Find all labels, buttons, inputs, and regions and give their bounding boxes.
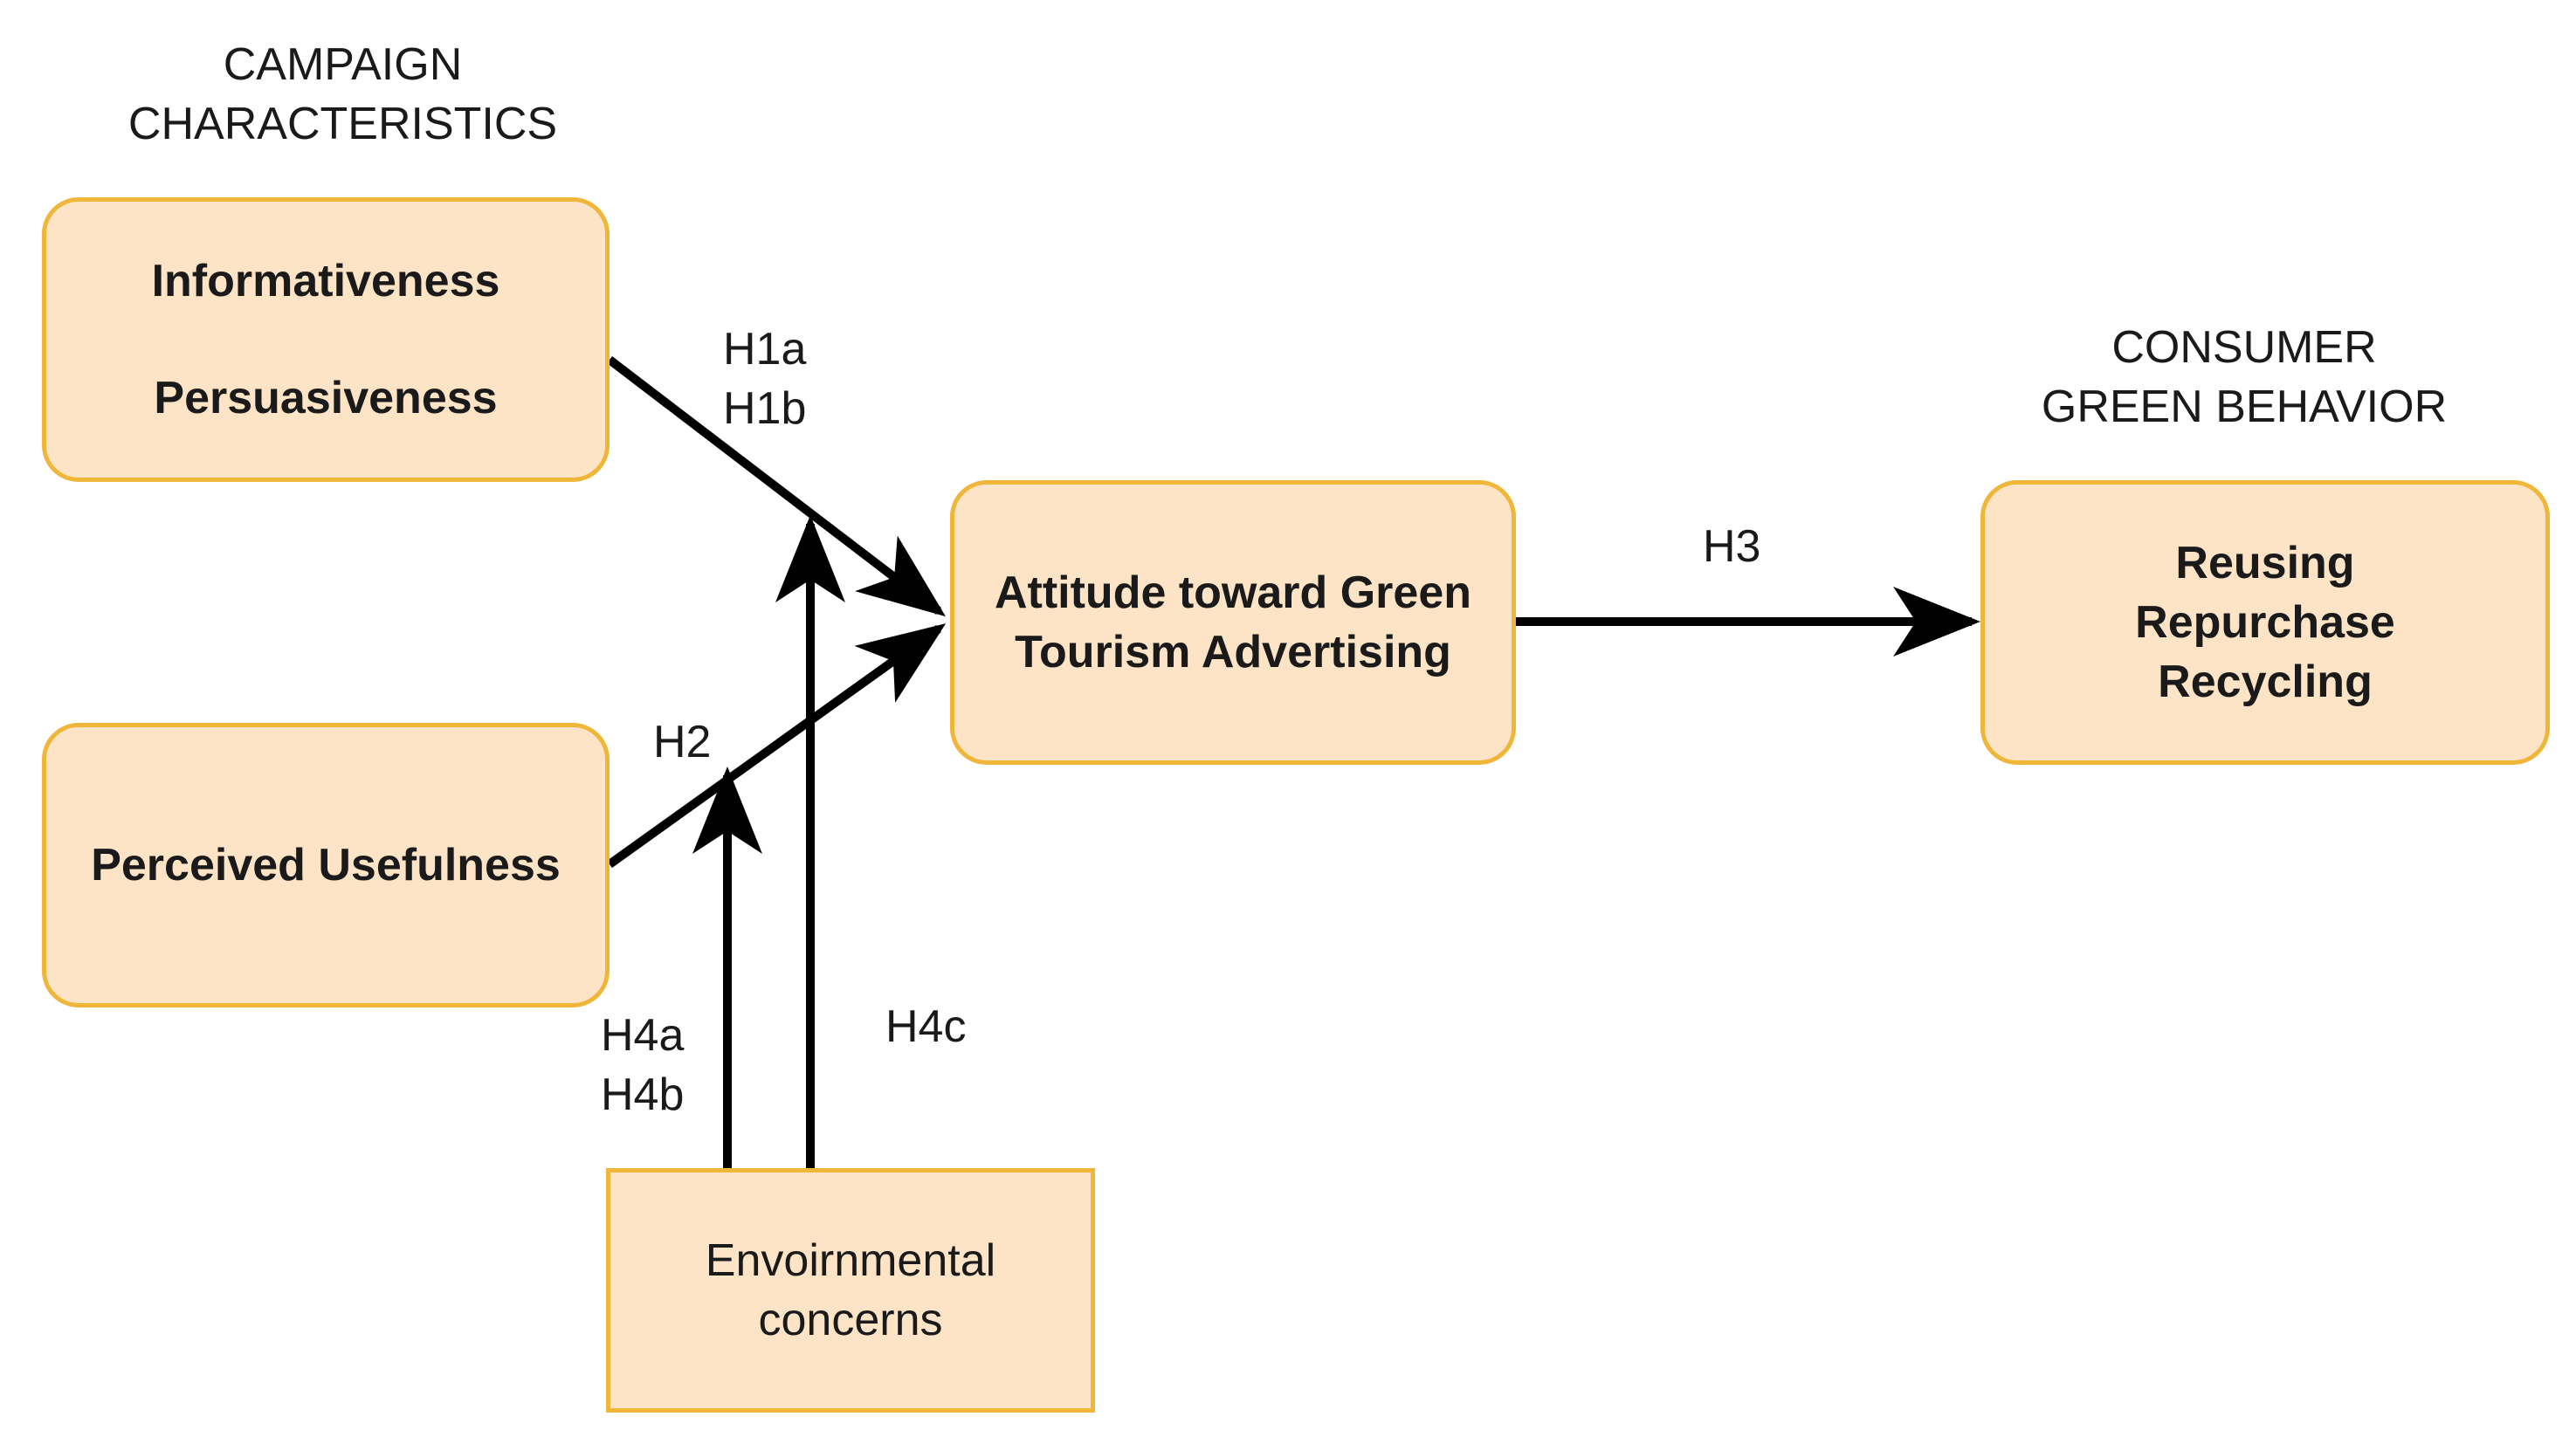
attitude-label-line-2: Tourism Advertising xyxy=(1015,627,1451,677)
repurchase-label: Repurchase xyxy=(2135,597,2395,648)
consumer-title-line-1: CONSUMER xyxy=(2111,322,2377,373)
campaign-characteristics-box: Informativeness Persuasiveness xyxy=(42,197,610,482)
campaign-characteristics-title: CAMPAIGN CHARACTERISTICS xyxy=(70,35,616,154)
persuasiveness-label: Persuasiveness xyxy=(154,373,498,423)
attitude-box: Attitude toward Green Tourism Advertisin… xyxy=(950,480,1516,765)
h4ab-label: H4a H4b xyxy=(601,1006,684,1124)
reusing-label: Reusing xyxy=(2175,538,2355,588)
arrow-h2-usefulness-to-attitude xyxy=(607,623,947,869)
h4b-label: H4b xyxy=(601,1069,685,1120)
attitude-label-line-1: Attitude toward Green xyxy=(994,567,1472,618)
consumer-green-behavior-title: CONSUMER GREEN BEHAVIOR xyxy=(1973,318,2515,437)
campaign-title-line-1: CAMPAIGN xyxy=(223,39,463,90)
environmental-concerns-box: Envoirnmental concerns xyxy=(606,1168,1095,1413)
h4a-label: H4a xyxy=(601,1010,685,1061)
informativeness-label: Informativeness xyxy=(151,256,500,306)
perceived-usefulness-box: Perceived Usefulness xyxy=(42,723,610,1007)
h2-label: H2 xyxy=(653,717,712,767)
h4c-label: H4c xyxy=(885,1001,967,1052)
h3-label: H3 xyxy=(1703,521,1761,572)
perceived-usefulness-label: Perceived Usefulness xyxy=(91,840,561,890)
environmental-label-line-1: Envoirnmental xyxy=(705,1235,996,1286)
h1a-label: H1a xyxy=(723,324,807,375)
consumer-behavior-box: Reusing Repurchase Recycling xyxy=(1980,480,2550,765)
recycling-label: Recycling xyxy=(2158,657,2373,707)
consumer-title-line-2: GREEN BEHAVIOR xyxy=(2041,382,2448,432)
arrow-h1-campaign-to-attitude xyxy=(606,356,946,617)
campaign-title-line-2: CHARACTERISTICS xyxy=(127,99,558,149)
environmental-label-line-2: concerns xyxy=(758,1295,943,1345)
h1-label: H1a H1b xyxy=(723,320,806,438)
h1b-label: H1b xyxy=(723,383,807,434)
